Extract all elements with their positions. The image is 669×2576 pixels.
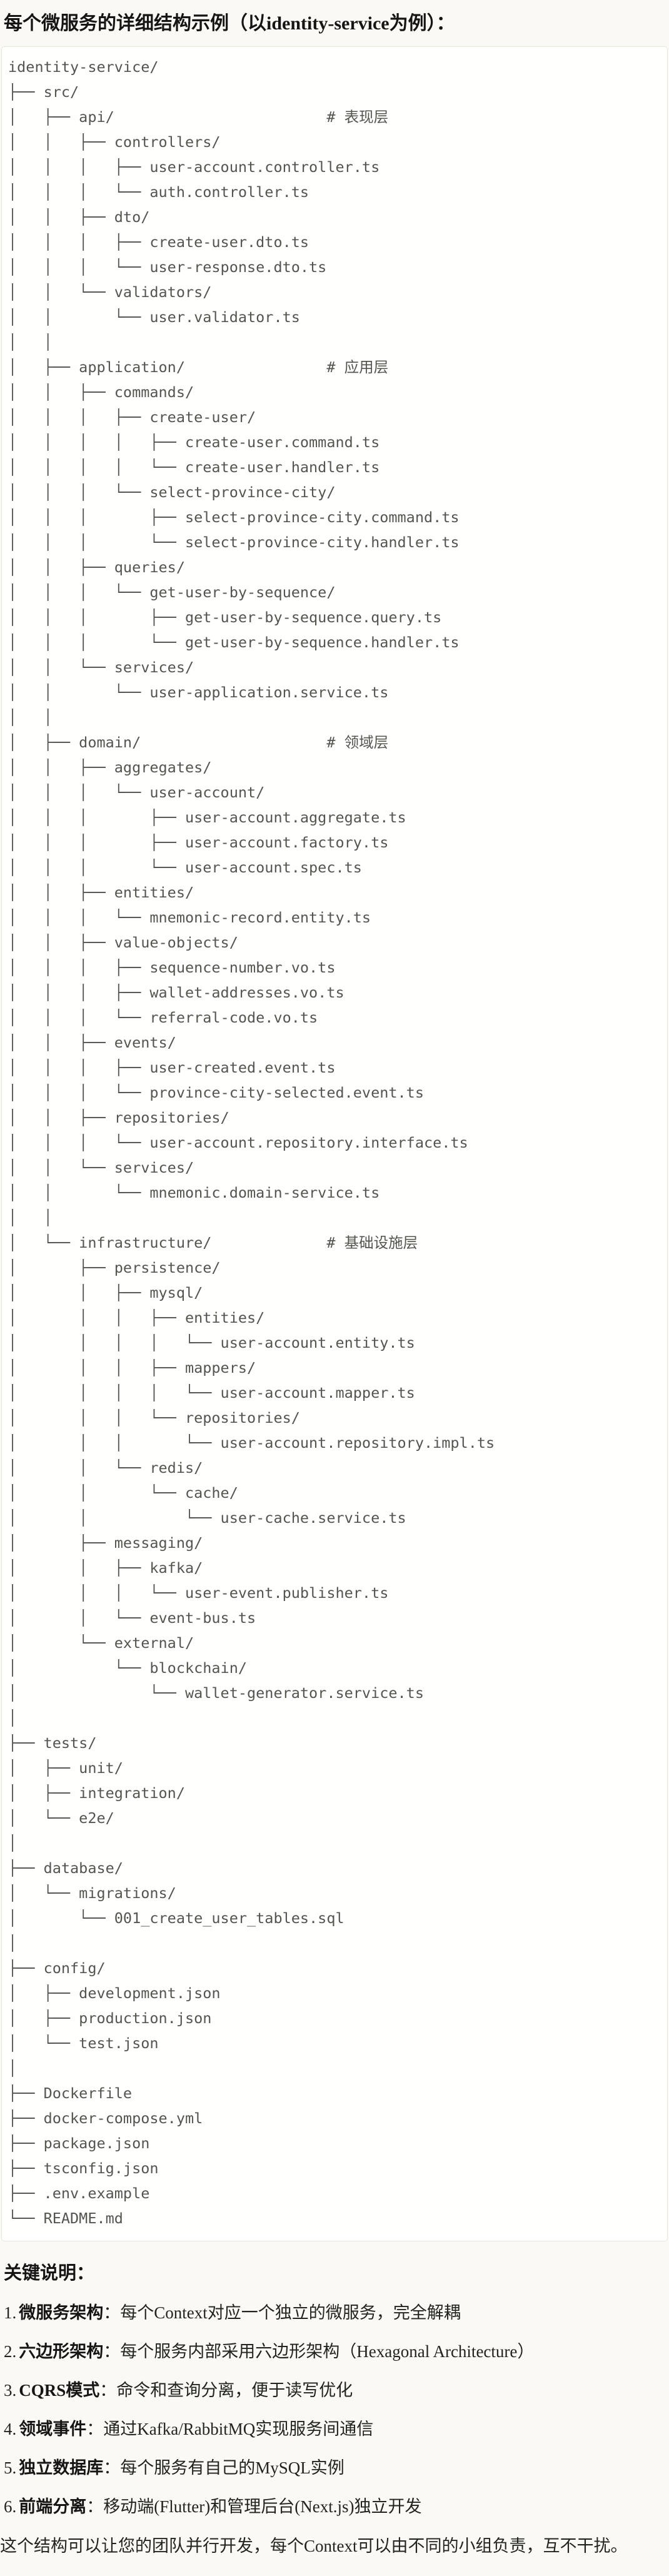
note-number: 2. <box>4 2342 17 2361</box>
page-title: 每个微服务的详细结构示例（以identity-service为例）： <box>4 13 455 34</box>
notes-heading: 关键说明： <box>4 2263 95 2283</box>
note-number: 3. <box>4 2381 17 2400</box>
directory-tree: identity-service/ ├── src/ │ ├── api/ # … <box>8 58 495 2227</box>
note-label: 领域事件 <box>19 2420 87 2438</box>
note-item: 2.六边形架构：每个服务内部采用六边形架构（Hexagonal Architec… <box>4 2341 664 2363</box>
note-label: 微服务架构 <box>19 2303 104 2322</box>
note-item: 5.独立数据库：每个服务有自己的MySQL实例 <box>4 2457 664 2479</box>
note-text: ：每个服务有自己的MySQL实例 <box>103 2458 345 2477</box>
note-label: 前端分离 <box>19 2497 87 2516</box>
note-number: 1. <box>4 2303 17 2322</box>
code-block: identity-service/ ├── src/ │ ├── api/ # … <box>1 46 668 2241</box>
note-item: 1.微服务架构：每个Context对应一个独立的微服务，完全解耦 <box>4 2302 664 2324</box>
note-item: 3.CQRS模式：命令和查询分离，便于读写优化 <box>4 2380 664 2402</box>
note-item: 6.前端分离：移动端(Flutter)和管理后台(Next.js)独立开发 <box>4 2496 664 2518</box>
note-text: ：命令和查询分离，便于读写优化 <box>99 2381 353 2400</box>
note-number: 6. <box>4 2497 17 2516</box>
closing-paragraph: 这个结构可以让您的团队并行开发，每个Context可以由不同的小组负责，互不干扰… <box>0 2537 628 2555</box>
notes-list: 1.微服务架构：每个Context对应一个独立的微服务，完全解耦 2.六边形架构… <box>4 2302 664 2518</box>
note-text: ：每个服务内部采用六边形架构（Hexagonal Architecture） <box>103 2342 535 2361</box>
note-number: 5. <box>4 2458 17 2477</box>
note-text: ：移动端(Flutter)和管理后台(Next.js)独立开发 <box>86 2497 422 2516</box>
note-text: ：通过Kafka/RabbitMQ实现服务间通信 <box>86 2420 374 2438</box>
note-label: 独立数据库 <box>19 2458 104 2477</box>
note-item: 4.领域事件：通过Kafka/RabbitMQ实现服务间通信 <box>4 2418 664 2440</box>
note-text: ：每个Context对应一个独立的微服务，完全解耦 <box>103 2303 461 2322</box>
note-number: 4. <box>4 2420 17 2438</box>
note-label: CQRS模式 <box>19 2381 100 2400</box>
note-label: 六边形架构 <box>19 2342 104 2361</box>
